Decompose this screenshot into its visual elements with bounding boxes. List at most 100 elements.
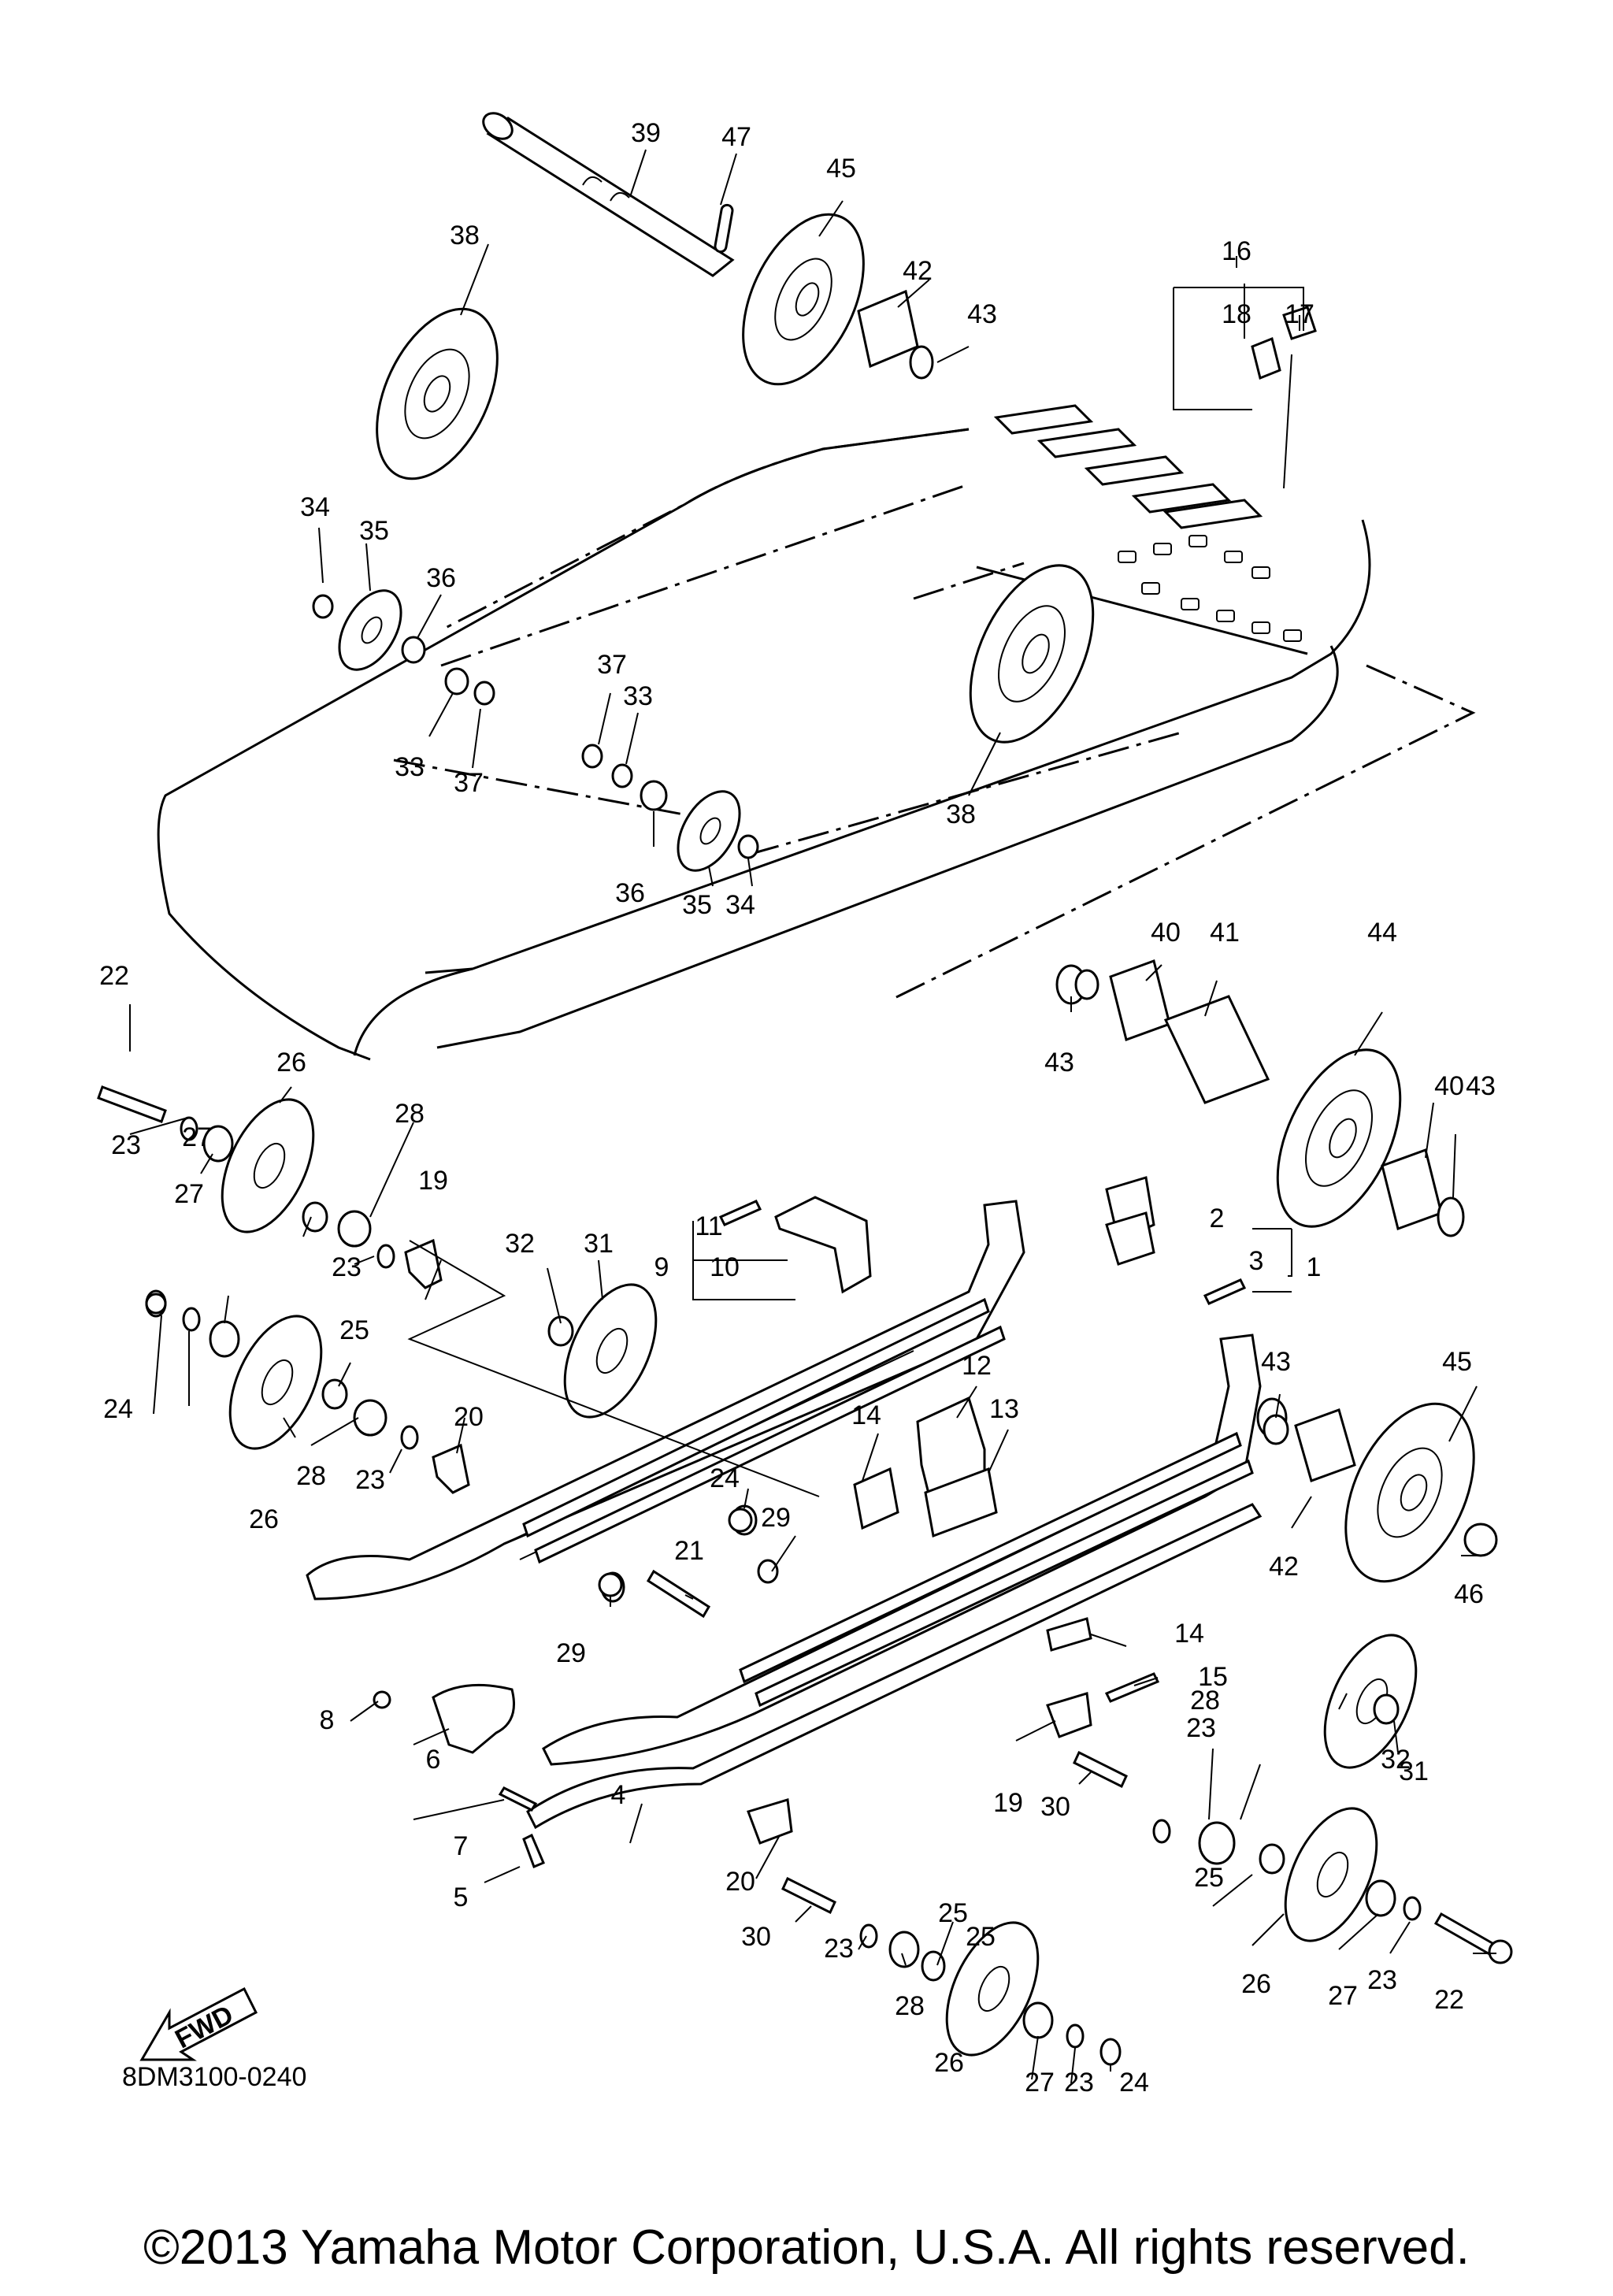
callout-26: 26 [934,2048,964,2078]
copyright-notice: ©2013 Yamaha Motor Corporation, U.S.A. A… [143,2220,1470,2275]
parts-diagram: FWD 123456789101112131414151617181919202… [97,112,1513,2098]
callout-20: 20 [725,1867,755,1897]
callout-35: 35 [682,890,712,920]
callout-46: 46 [1454,1579,1484,1609]
callout-31: 31 [584,1229,614,1259]
callout-35: 35 [359,516,389,546]
callout-45: 45 [1442,1347,1472,1377]
callout-19: 19 [993,1788,1023,1818]
callout-20: 20 [454,1402,484,1432]
callout-10: 10 [710,1252,740,1282]
callout-1: 1 [1307,1252,1322,1282]
callout-41: 41 [1210,918,1240,948]
fwd-arrow-icon: FWD [139,1986,258,2061]
callout-25: 25 [1194,1863,1224,1893]
callout-23: 23 [1186,1713,1216,1743]
callout-42: 42 [1269,1552,1299,1582]
callout-28: 28 [395,1099,425,1129]
callout-28: 28 [895,1991,925,2021]
callout-24: 24 [1119,2068,1149,2098]
callout-28: 28 [1190,1686,1220,1716]
callout-26: 26 [1241,1969,1271,1999]
callout-33: 33 [395,752,425,782]
callout-13: 13 [989,1394,1019,1424]
callout-23: 23 [332,1252,362,1282]
callout-5: 5 [454,1882,469,1912]
callout-2: 2 [1210,1204,1225,1233]
callout-25: 25 [938,1898,968,1928]
wheels [221,213,1475,2057]
callout-27: 27 [1025,2068,1055,2098]
shafts-and-small-parts [97,112,1513,2066]
wheel-35-a [338,589,402,671]
callout-14: 14 [1174,1619,1204,1649]
callout-38: 38 [946,799,976,829]
callout-27: 27 [174,1179,204,1209]
idler-wheel-45-upper [742,213,865,386]
diagram-code: 8DM3100-0240 [122,2062,307,2092]
callout-25: 25 [339,1315,369,1345]
callout-6: 6 [426,1745,441,1775]
callout-34: 34 [725,890,755,920]
callout-39: 39 [631,118,661,148]
callout-40: 40 [1434,1071,1464,1101]
callout-16: 16 [1222,236,1251,266]
callout-23: 23 [1064,2068,1094,2098]
callout-37: 37 [454,768,484,798]
callout-22: 22 [99,961,129,991]
callout-36: 36 [615,878,645,908]
leader-lines [129,149,1496,2084]
callout-21: 21 [674,1536,704,1566]
callout-22: 22 [1434,1985,1464,2015]
wheel-35-b [677,790,741,872]
callout-43: 43 [1044,1048,1074,1078]
callout-18: 18 [1222,299,1251,329]
callout-23: 23 [355,1465,385,1495]
track-belt [157,404,1476,1061]
callout-27: 27 [1328,1981,1358,2011]
callout-38: 38 [450,221,480,250]
callout-28: 28 [296,1461,326,1491]
callout-12: 12 [962,1351,992,1381]
callout-31: 31 [1399,1756,1429,1786]
callout-23: 23 [824,1934,854,1964]
callout-29: 29 [556,1638,586,1668]
callout-11: 11 [695,1211,722,1241]
callout-44: 44 [1367,918,1397,948]
callout-23: 23 [111,1130,141,1160]
callout-42: 42 [903,256,933,286]
callout-26: 26 [249,1504,279,1534]
callout-29: 29 [761,1503,791,1533]
callout-15: 15 [1198,1662,1228,1692]
callout-43: 43 [967,299,997,329]
callout-36: 36 [426,563,456,593]
wheel-31-a [563,1283,658,1419]
callout-3: 3 [1249,1246,1264,1276]
callout-23: 23 [1367,1965,1397,1995]
wheel-26-a [221,1098,315,1233]
callout-7: 7 [454,1831,469,1861]
callout-14: 14 [851,1400,881,1430]
idler-wheel-44 [1276,1048,1402,1228]
callout-30: 30 [1040,1792,1070,1822]
callout-4: 4 [611,1780,626,1810]
callout-43: 43 [1261,1347,1291,1377]
idler-wheel-38-middle [969,564,1095,744]
callout-24: 24 [710,1463,740,1493]
fwd-label: FWD [170,2000,238,2055]
callout-25: 25 [966,1922,996,1952]
callout-27: 27 [182,1122,212,1152]
idler-wheel-38-upper [376,307,499,480]
callout-9: 9 [654,1252,669,1282]
callout-24: 24 [103,1394,133,1424]
callout-19: 19 [418,1166,448,1196]
callout-8: 8 [320,1705,335,1735]
callout-34: 34 [300,492,330,522]
wheel-26-c [945,1921,1040,2057]
callout-40: 40 [1151,918,1181,948]
callout-33: 33 [623,681,653,711]
callout-43: 43 [1466,1071,1496,1101]
wheel-26-d [1284,1807,1378,1942]
idler-wheel-45-right [1344,1402,1475,1583]
